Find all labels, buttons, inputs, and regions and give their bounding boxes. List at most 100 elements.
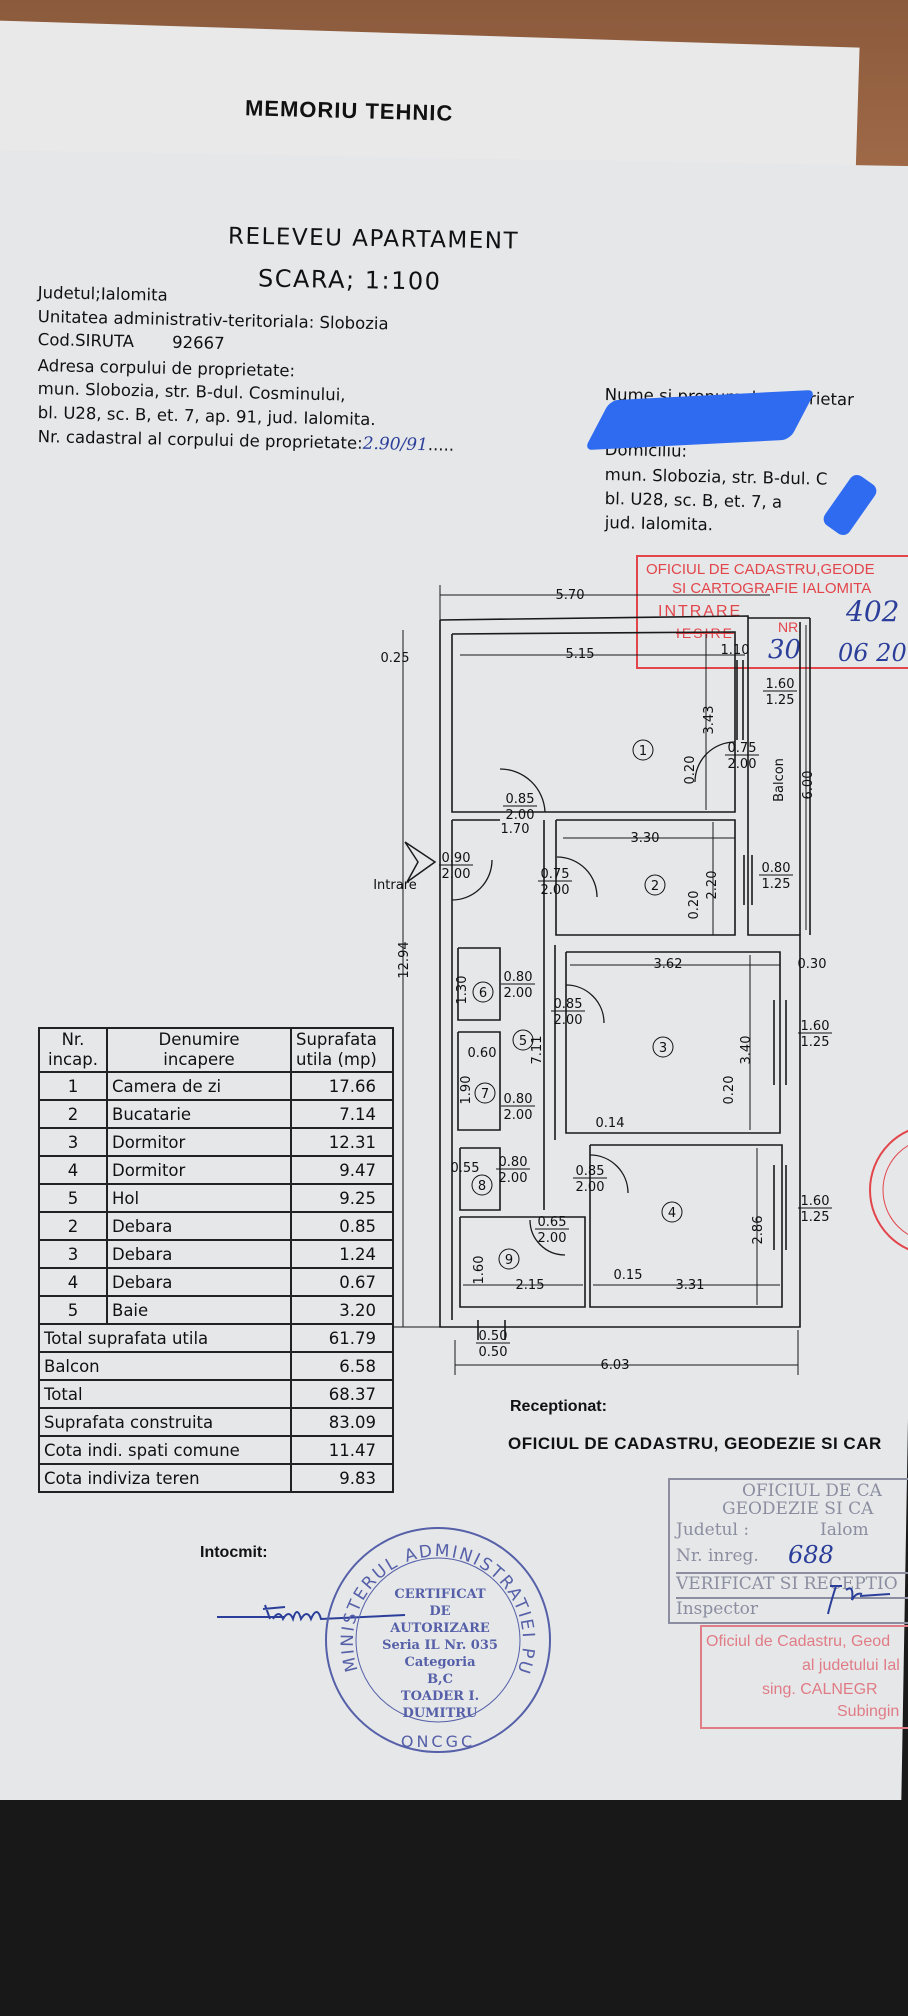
dimension-label: 7.11	[530, 1036, 545, 1065]
entry-stamp-nr-value: 402	[846, 595, 900, 628]
opening-height: 2.00	[504, 986, 533, 1001]
cell-area: 1.24	[290, 1239, 394, 1269]
opening-height: 2.00	[499, 1171, 528, 1186]
total-label: Cota indi. spati comune	[38, 1435, 292, 1465]
dimension-label: 2.15	[516, 1278, 545, 1293]
opening-width: 0.85	[506, 792, 535, 807]
total-value: 11.47	[290, 1435, 394, 1465]
opening-width: 1.60	[801, 1194, 830, 1209]
opening-width: 0.75	[541, 867, 570, 882]
entry-stamp-date: 06 20	[838, 639, 907, 667]
seal-line: TOADER I.	[401, 1689, 479, 1704]
room-number-circle	[472, 981, 494, 1003]
cell-nr: 5	[38, 1183, 108, 1213]
opening-width: 0.65	[538, 1215, 567, 1230]
reception-label: Receptionat:	[510, 1398, 607, 1415]
room-number-5: 5	[519, 1034, 527, 1049]
cell-name: Hol	[106, 1183, 292, 1213]
dimension-label: 0.25	[381, 651, 410, 666]
dimension-label: 12.94	[397, 941, 412, 978]
room-number-circle	[644, 874, 666, 896]
total-label: Cota indiviza teren	[38, 1463, 292, 1493]
room-number-6: 6	[479, 986, 487, 1001]
dimension-label: 2.86	[751, 1216, 766, 1245]
opening-width: 0.75	[728, 741, 757, 756]
total-label: Total	[38, 1379, 292, 1409]
dimension-label: 5.70	[556, 588, 585, 603]
author-label: Intocmit:	[200, 1544, 268, 1561]
seal-line: B,C	[427, 1672, 453, 1687]
dimension-label: 1.70	[501, 822, 530, 837]
inspector-signature	[827, 1585, 891, 1615]
dimension-label: 1.60	[472, 1256, 487, 1285]
verification-stamp-line-1: OFICIUL DE CA	[742, 1481, 882, 1501]
opening-width: 1.60	[766, 677, 795, 692]
cell-area: 9.25	[290, 1183, 394, 1213]
total-value: 9.83	[290, 1463, 394, 1493]
dimension-label: 0.15	[614, 1268, 643, 1283]
opening-height: 2.00	[554, 1013, 583, 1028]
seal-line: Categoria	[404, 1655, 476, 1670]
cell-area: 7.14	[290, 1099, 394, 1129]
opening-height: 1.25	[766, 693, 795, 708]
office-stamp-line-2: al judetului Ial	[802, 1657, 900, 1674]
cell-area: 0.85	[290, 1211, 394, 1241]
opening-height: 2.00	[576, 1180, 605, 1195]
verification-verified: VERIFICAT SI RECEPTIO	[676, 1572, 908, 1594]
seal-line: Seria IL Nr. 035	[382, 1638, 498, 1653]
total-label: Balcon	[38, 1351, 292, 1381]
room-number-circle	[498, 1248, 520, 1270]
total-label: Suprafata construita	[38, 1407, 292, 1437]
seal-line: CERTIFICAT	[394, 1587, 486, 1602]
floor-plan-walls	[439, 615, 811, 1340]
entrance-arrow-icon	[404, 841, 437, 883]
dimension-lines	[393, 585, 807, 1375]
entrance-label: Intrare	[373, 878, 417, 893]
dimension-label: 0.55	[451, 1161, 480, 1176]
verification-nr-value: 688	[788, 1541, 834, 1569]
dimension-label: 0.30	[798, 957, 827, 972]
entry-stamp: OFICIUL DE CADASTRU,GEODE SI CARTOGRAFIE…	[636, 555, 908, 669]
dimension-label: 6.00	[801, 771, 816, 800]
office-stamp-line-3: sing. CALNEGR	[762, 1681, 878, 1698]
cell-nr: 3	[38, 1239, 108, 1269]
cell-nr: 5	[38, 1295, 108, 1325]
total-label: Total suprafata utila	[38, 1323, 292, 1353]
verification-judet-value: Ialom	[820, 1520, 869, 1540]
opening-height: 2.00	[541, 883, 570, 898]
cell-name: Bucatarie	[106, 1099, 292, 1129]
seal-line: DUMITRU	[403, 1706, 479, 1721]
dimension-label: 6.03	[601, 1358, 630, 1373]
cell-area: 3.20	[290, 1295, 394, 1325]
opening-width: 0.85	[576, 1164, 605, 1179]
opening-height: 2.00	[728, 757, 757, 772]
authorization-seal: MINISTERUL ADMINISTRATIEI PUBLICE ONCGC …	[318, 1520, 551, 1753]
opening-width: 0.80	[504, 970, 533, 985]
opening-width: 0.90	[442, 851, 471, 866]
entry-stamp-line-1: OFICIUL DE CADASTRU,GEODE	[646, 561, 875, 578]
opening-height: 1.25	[762, 877, 791, 892]
opening-width: 0.80	[504, 1092, 533, 1107]
total-value: 61.79	[290, 1323, 394, 1353]
seal-line: DE	[429, 1604, 450, 1619]
room-number-circle	[632, 739, 654, 761]
cell-nr: 2	[38, 1211, 108, 1241]
dimension-label: 1.90	[459, 1076, 474, 1105]
dimension-label: 0.60	[468, 1046, 497, 1061]
room-number-9: 9	[505, 1253, 513, 1268]
office-stamp-line-4: Subingin	[837, 1703, 900, 1720]
entry-stamp-line-2: SI CARTOGRAFIE IALOMITA	[672, 580, 872, 597]
opening-width: 1.60	[801, 1019, 830, 1034]
office-stamp-line-1: Oficiul de Cadastru, Geod	[706, 1633, 891, 1650]
